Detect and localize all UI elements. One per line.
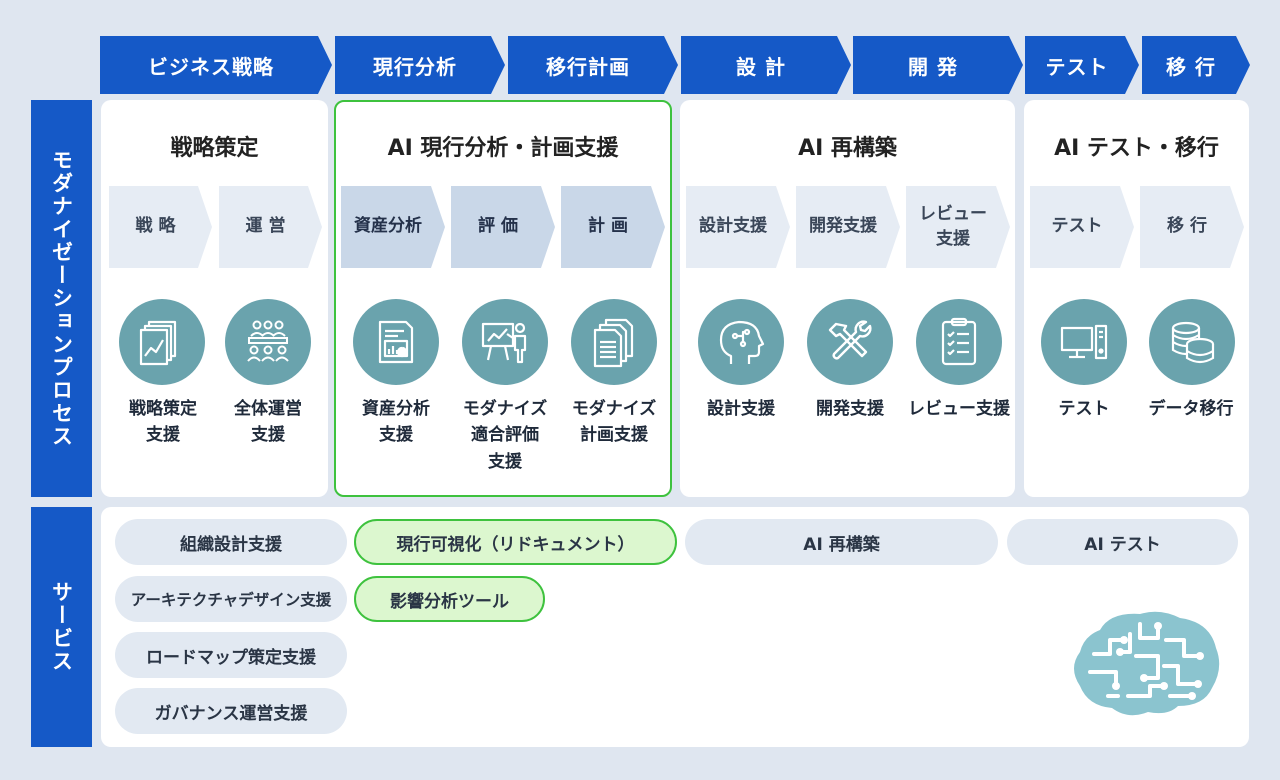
caption-design-support: 設計支援 [707, 399, 775, 419]
caption-test: テスト [1058, 399, 1110, 419]
caption-strategy-support: 戦略策定 支援 [129, 399, 197, 446]
computer-icon [1041, 299, 1127, 385]
panel-title: 戦略策定 [170, 136, 259, 161]
step-development-support: 開発支援 [796, 186, 900, 268]
step-strategy: 戦 略 [109, 186, 212, 268]
side-label-service: サービス [31, 507, 92, 747]
phase-development: 開 発 [853, 36, 1023, 94]
presentation-icon [462, 299, 548, 385]
caption-data-migration: データ移行 [1148, 399, 1234, 419]
phase-design: 設 計 [681, 36, 851, 94]
panel-title: AI 現行分析・計画支援 [387, 136, 619, 161]
service-architecture-design: アーキテクチャデザイン支援 [115, 576, 347, 622]
service-org-design: 組織設計支援 [115, 519, 347, 565]
phase-current-analysis: 現行分析 [335, 36, 505, 94]
phase-migration-plan: 移行計画 [508, 36, 678, 94]
service-ai-rebuild: AI 再構築 [685, 519, 998, 565]
asset-report-icon [353, 299, 439, 385]
service-governance: ガバナンス運営支援 [115, 688, 347, 734]
step-test: テスト [1030, 186, 1134, 268]
side-label-process: モダナイゼーションプロセス [31, 100, 92, 497]
caption-development-support: 開発支援 [816, 399, 884, 419]
step-operation: 運 営 [219, 186, 322, 268]
service-impact-analysis: 影響分析ツール [354, 576, 545, 622]
phase-migration: 移 行 [1142, 36, 1250, 94]
panel-title: AI テスト・移行 [1054, 136, 1219, 161]
step-review-support: レビュー 支援 [906, 186, 1010, 268]
brain-circuit-icon [1074, 611, 1220, 716]
service-ai-test: AI テスト [1007, 519, 1238, 565]
service-roadmap: ロードマップ策定支援 [115, 632, 347, 678]
panel-ai-test-migration: AI テスト・移行 テスト 移 行 テスト データ移行 [1024, 100, 1249, 497]
step-design-support: 設計支援 [686, 186, 790, 268]
ai-head-icon [698, 299, 784, 385]
phase-business-strategy: ビジネス戦略 [100, 36, 332, 94]
phase-test: テスト [1025, 36, 1139, 94]
caption-modernize-plan-support: モダナイズ 計画支援 [571, 399, 657, 446]
documents-plan-icon [571, 299, 657, 385]
tools-icon [807, 299, 893, 385]
group-meeting-icon [225, 299, 311, 385]
step-evaluation: 評 価 [451, 186, 555, 268]
checklist-icon [916, 299, 1002, 385]
caption-asset-analysis-support: 資産分析 支援 [362, 399, 430, 446]
caption-modernize-evaluation-support: モダナイズ 適合評価 支援 [462, 399, 548, 472]
caption-review-support: レビュー支援 [908, 399, 1010, 419]
panel-strategy: 戦略策定 戦 略 運 営 戦略策定 支援 全体運営 支援 [101, 100, 328, 497]
database-icon [1149, 299, 1235, 385]
panel-title: AI 再構築 [798, 136, 897, 161]
caption-operation-support: 全体運営 支援 [234, 399, 302, 446]
step-planning: 計 画 [561, 186, 665, 268]
service-redocument: 現行可視化（リドキュメント） [354, 519, 677, 565]
step-migration: 移 行 [1140, 186, 1244, 268]
step-asset-analysis: 資産分析 [341, 186, 445, 268]
panel-ai-rebuild: AI 再構築 設計支援 開発支援 レビュー 支援 設計支援 開発支援 レビュー支… [680, 100, 1015, 497]
panel-ai-analysis-planning: AI 現行分析・計画支援 資産分析 評 価 計 画 資産分析 [334, 100, 672, 497]
strategy-document-icon [119, 299, 205, 385]
